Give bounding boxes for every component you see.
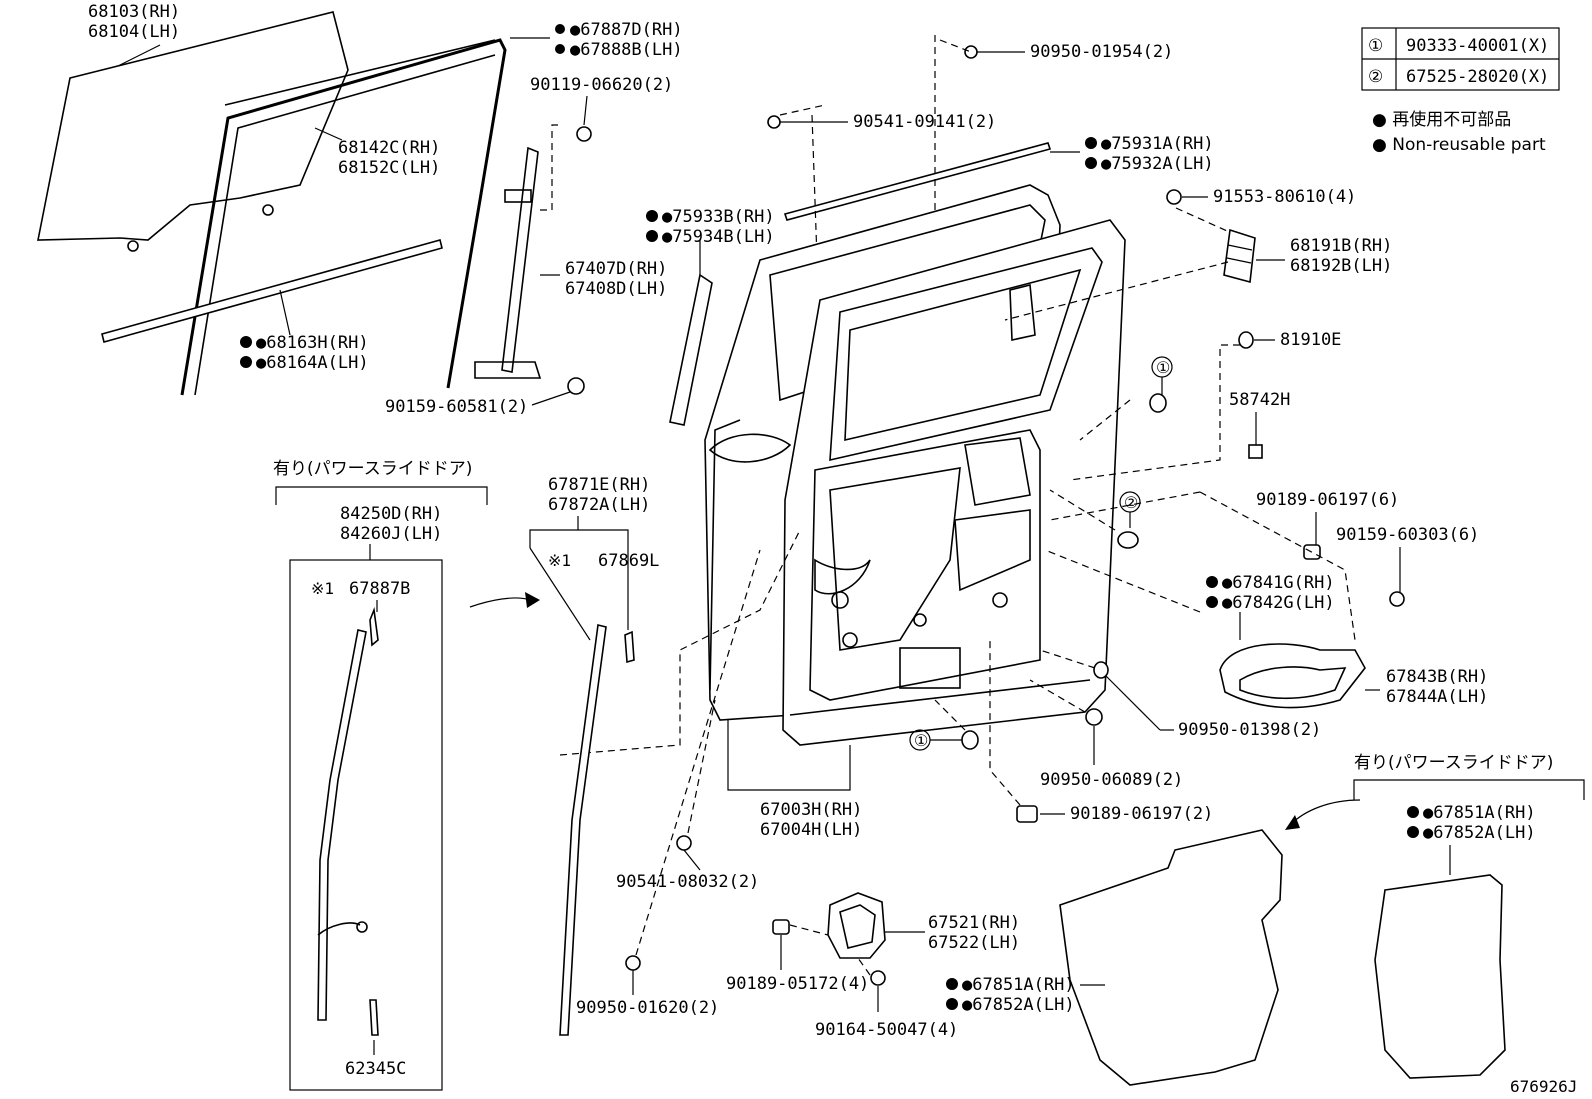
callout-sensor-rh: 84250D(RH) <box>340 504 442 524</box>
weatherstrip-top-part <box>783 142 1052 221</box>
callout-belt-rh: ●68163H(RH) <box>256 333 369 353</box>
callout-clip-08032: 90541-08032(2) <box>616 872 759 892</box>
callout-run-upper-lh: ●67888B(LH) <box>570 40 683 60</box>
callout-sensor-lh: 84260J(LH) <box>340 524 442 544</box>
legend-table: ① 90333-40001(X) ② 67525-28020(X) <box>1361 27 1560 91</box>
callout-glass-lh: 68104(LH) <box>88 22 180 42</box>
note-power-slide-right: 有り(パワースライドドア) <box>1354 753 1553 773</box>
callout-seal-rear-lh: 67872A(LH) <box>548 495 650 515</box>
callout-service-center-lh: ●67852A(LH) <box>962 995 1075 1015</box>
callout-sensor-67887b: 67887B <box>349 579 410 599</box>
callout-plug-01398: 90950-01398(2) <box>1178 720 1321 740</box>
rear-seal-part <box>559 624 635 1036</box>
callout-door-rh: 67003H(RH) <box>760 800 862 820</box>
callout-plug-01620: 90950-01620(2) <box>576 998 719 1018</box>
callout-hinge-rh: 68191B(RH) <box>1290 236 1392 256</box>
callout-run-channel-rh: 68142C(RH) <box>338 138 440 158</box>
callout-seal-67869l: 67869L <box>598 551 659 571</box>
belt-moulding-part <box>101 239 443 343</box>
callout-service-center-rh: ●67851A(RH) <box>962 975 1075 995</box>
callout-ws-top-lh: ●75932A(LH) <box>1101 154 1214 174</box>
door-glass-part <box>37 11 349 252</box>
callout-clip-05172: 90189-05172(4) <box>726 974 869 994</box>
note-power-slide-left: 有り(パワースライドドア) <box>273 459 472 479</box>
callout-bracket-rh: 67521(RH) <box>928 913 1020 933</box>
note-mark-b: ※1 <box>548 551 571 570</box>
callout-grommet-81910e: 81910E <box>1280 330 1341 350</box>
callout-service-right-rh: ●67851A(RH) <box>1423 803 1536 823</box>
callout-plug-06089: 90950-06089(2) <box>1040 770 1183 790</box>
hinge-part <box>1223 228 1256 284</box>
legend-ref2-part: 67525-28020(X) <box>1406 67 1549 87</box>
callout-label-58742h: 58742H <box>1229 390 1290 410</box>
callout-clip-90189a: 90189-06197(6) <box>1256 490 1399 510</box>
callout-seal-inner-rh: ●67841G(RH) <box>1222 573 1335 593</box>
touch-sensor-part <box>317 606 379 1036</box>
legend-ref2-marker: ② <box>1368 67 1383 87</box>
callout-service-right-lh: ●67852A(LH) <box>1423 823 1536 843</box>
callout-belt-lh: ●68164A(LH) <box>256 353 369 373</box>
legend-nonreusable-jp: ● 再使用不可部品 <box>1372 109 1511 130</box>
callout-screw-90164: 90164-50047(4) <box>815 1020 958 1040</box>
legend-nonreusable-en: ● Non-reusable part <box>1372 135 1546 155</box>
marker-ref2: ② <box>1124 493 1138 512</box>
callout-channel-rear-rh: 67407D(RH) <box>565 259 667 279</box>
callout-cover-inner-lh: 67844A(LH) <box>1386 687 1488 707</box>
legend-ref1-marker: ① <box>1368 36 1383 56</box>
rear-channel-part <box>474 146 542 379</box>
callout-seal-rear-rh: 67871E(RH) <box>548 475 650 495</box>
service-cover-center-part <box>1059 829 1283 1086</box>
callout-sensor-62345c: 62345C <box>345 1059 406 1079</box>
callout-screw-90159b: 90159-60303(6) <box>1336 525 1479 545</box>
legend-ref1-part: 90333-40001(X) <box>1406 36 1549 56</box>
service-cover-right-part <box>1374 874 1506 1079</box>
callout-bolt-90119: 90119-06620(2) <box>530 75 673 95</box>
callout-hinge-lh: 68192B(LH) <box>1290 256 1392 276</box>
marker-ref1-lower: ① <box>914 731 928 750</box>
weatherstrip-front-part <box>669 273 713 426</box>
callout-ws-top-rh: ●75931A(RH) <box>1101 134 1214 154</box>
touch-sensor-box <box>289 559 443 1091</box>
callout-glass-rh: 68103(RH) <box>88 2 180 22</box>
callout-cover-inner-rh: 67843B(RH) <box>1386 667 1488 687</box>
callout-ws-front-lh: ●75934B(LH) <box>662 227 775 247</box>
callout-clip-09141: 90541-09141(2) <box>853 112 996 132</box>
figure-id: 676926J <box>1510 1077 1577 1096</box>
callout-clip-90189b: 90189-06197(2) <box>1070 804 1213 824</box>
callout-ws-front-rh: ●75933B(RH) <box>662 207 775 227</box>
callout-bolt-91553: 91553-80610(4) <box>1213 187 1356 207</box>
callout-channel-rear-lh: 67408D(LH) <box>565 279 667 299</box>
callout-door-lh: 67004H(LH) <box>760 820 862 840</box>
callout-run-upper-rh: ●67887D(RH) <box>570 20 683 40</box>
sliding-door-part <box>704 184 1126 746</box>
callout-plug-01954: 90950-01954(2) <box>1030 42 1173 62</box>
callout-seal-inner-lh: ●67842G(LH) <box>1222 593 1335 613</box>
note-mark-a: ※1 <box>311 579 334 598</box>
inner-cover-part <box>1219 643 1366 709</box>
marker-ref1-upper: ① <box>1156 358 1170 377</box>
callout-bolt-90159a: 90159-60581(2) <box>385 397 528 417</box>
bracket-67521-part <box>827 892 886 959</box>
callout-bracket-lh: 67522(LH) <box>928 933 1020 953</box>
callout-run-channel-lh: 68152C(LH) <box>338 158 440 178</box>
